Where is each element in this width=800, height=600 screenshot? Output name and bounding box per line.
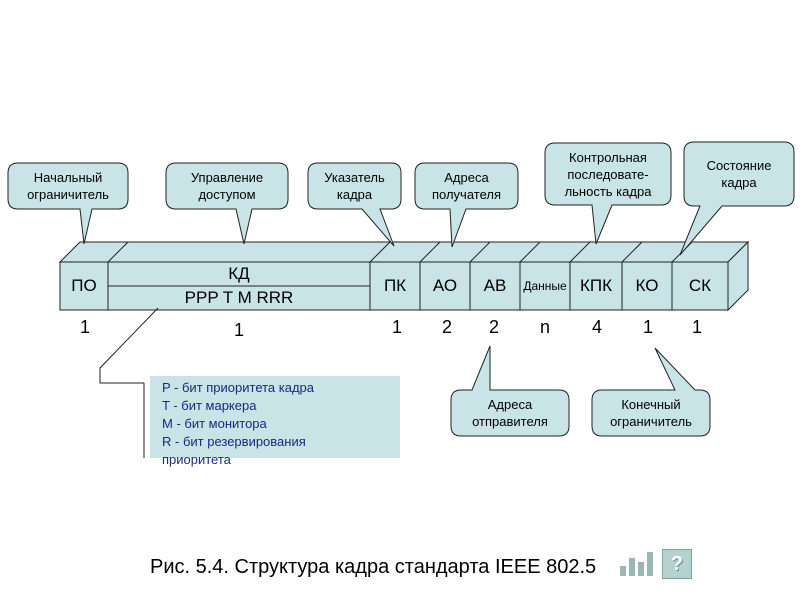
callout-start-delimiter: Начальный ограничитель [27,170,109,202]
segment-po-size: 1 [79,317,90,337]
callout-checksum-shape [544,142,672,245]
callout-source-address-shape [450,345,570,437]
chart-watermark-icon [616,548,656,576]
segment-kd-bits: PPP T M RRR [184,288,294,307]
callout-frame-pointer-shape [307,162,402,247]
callout-end-delimiter: Конечный ограничитель [610,397,692,429]
callout-end-delimiter-shape [591,347,711,437]
legend-box [150,376,400,458]
segment-kpk-size: 4 [591,317,602,337]
legend-line-r: R - бит резервирования [162,434,306,449]
segment-sk-size: 1 [691,317,702,337]
callout-destination-address-shape [414,162,519,248]
segment-kpk-label: КПК [579,276,613,295]
callout-source-address: Адреса отправителя [472,397,548,429]
frame-top-face [58,241,750,263]
segment-pk-size: 1 [391,317,402,337]
segment-av-size: 2 [488,317,499,337]
legend-line-t: T - бит маркера [162,398,257,413]
segment-ko-label: КО [635,276,659,295]
legend-line-r-cont: приоритета [162,452,231,467]
callout-access-control-shape [165,162,289,245]
legend-line-p: P - бит приоритета кадра [162,380,315,395]
segment-po-label: ПО [71,276,97,295]
segment-sk-label: СК [688,276,712,295]
callout-destination-address: Адреса получателя [431,170,502,202]
figure-caption: Рис. 5.4. Структура кадра стандарта IEEE… [150,556,597,578]
callout-frame-pointer: Указатель кадра [324,170,385,202]
callout-frame-status: Состояние кадра [706,158,772,190]
callout-start-delimiter-shape [7,162,129,245]
legend-line-m: M - бит монитора [162,416,267,431]
segment-av-label: АВ [483,276,507,295]
segment-pk-label: ПК [383,276,407,295]
callout-checksum: Контрольная последовате- льность кадра [564,149,652,199]
segment-data-label: Данные [523,279,567,293]
segment-kd-size: 1 [233,320,244,340]
segment-ko-size: 1 [642,317,653,337]
help-button[interactable]: ? [662,549,692,579]
segment-ao-label: АО [432,276,458,295]
legend-connector [99,307,159,384]
callout-frame-status-shape [679,141,795,256]
segment-ao-size: 2 [441,317,452,337]
segment-kd-label: КД [228,264,250,283]
callout-access-control: Управление доступом [190,170,264,202]
segment-data-size: n [539,317,550,337]
